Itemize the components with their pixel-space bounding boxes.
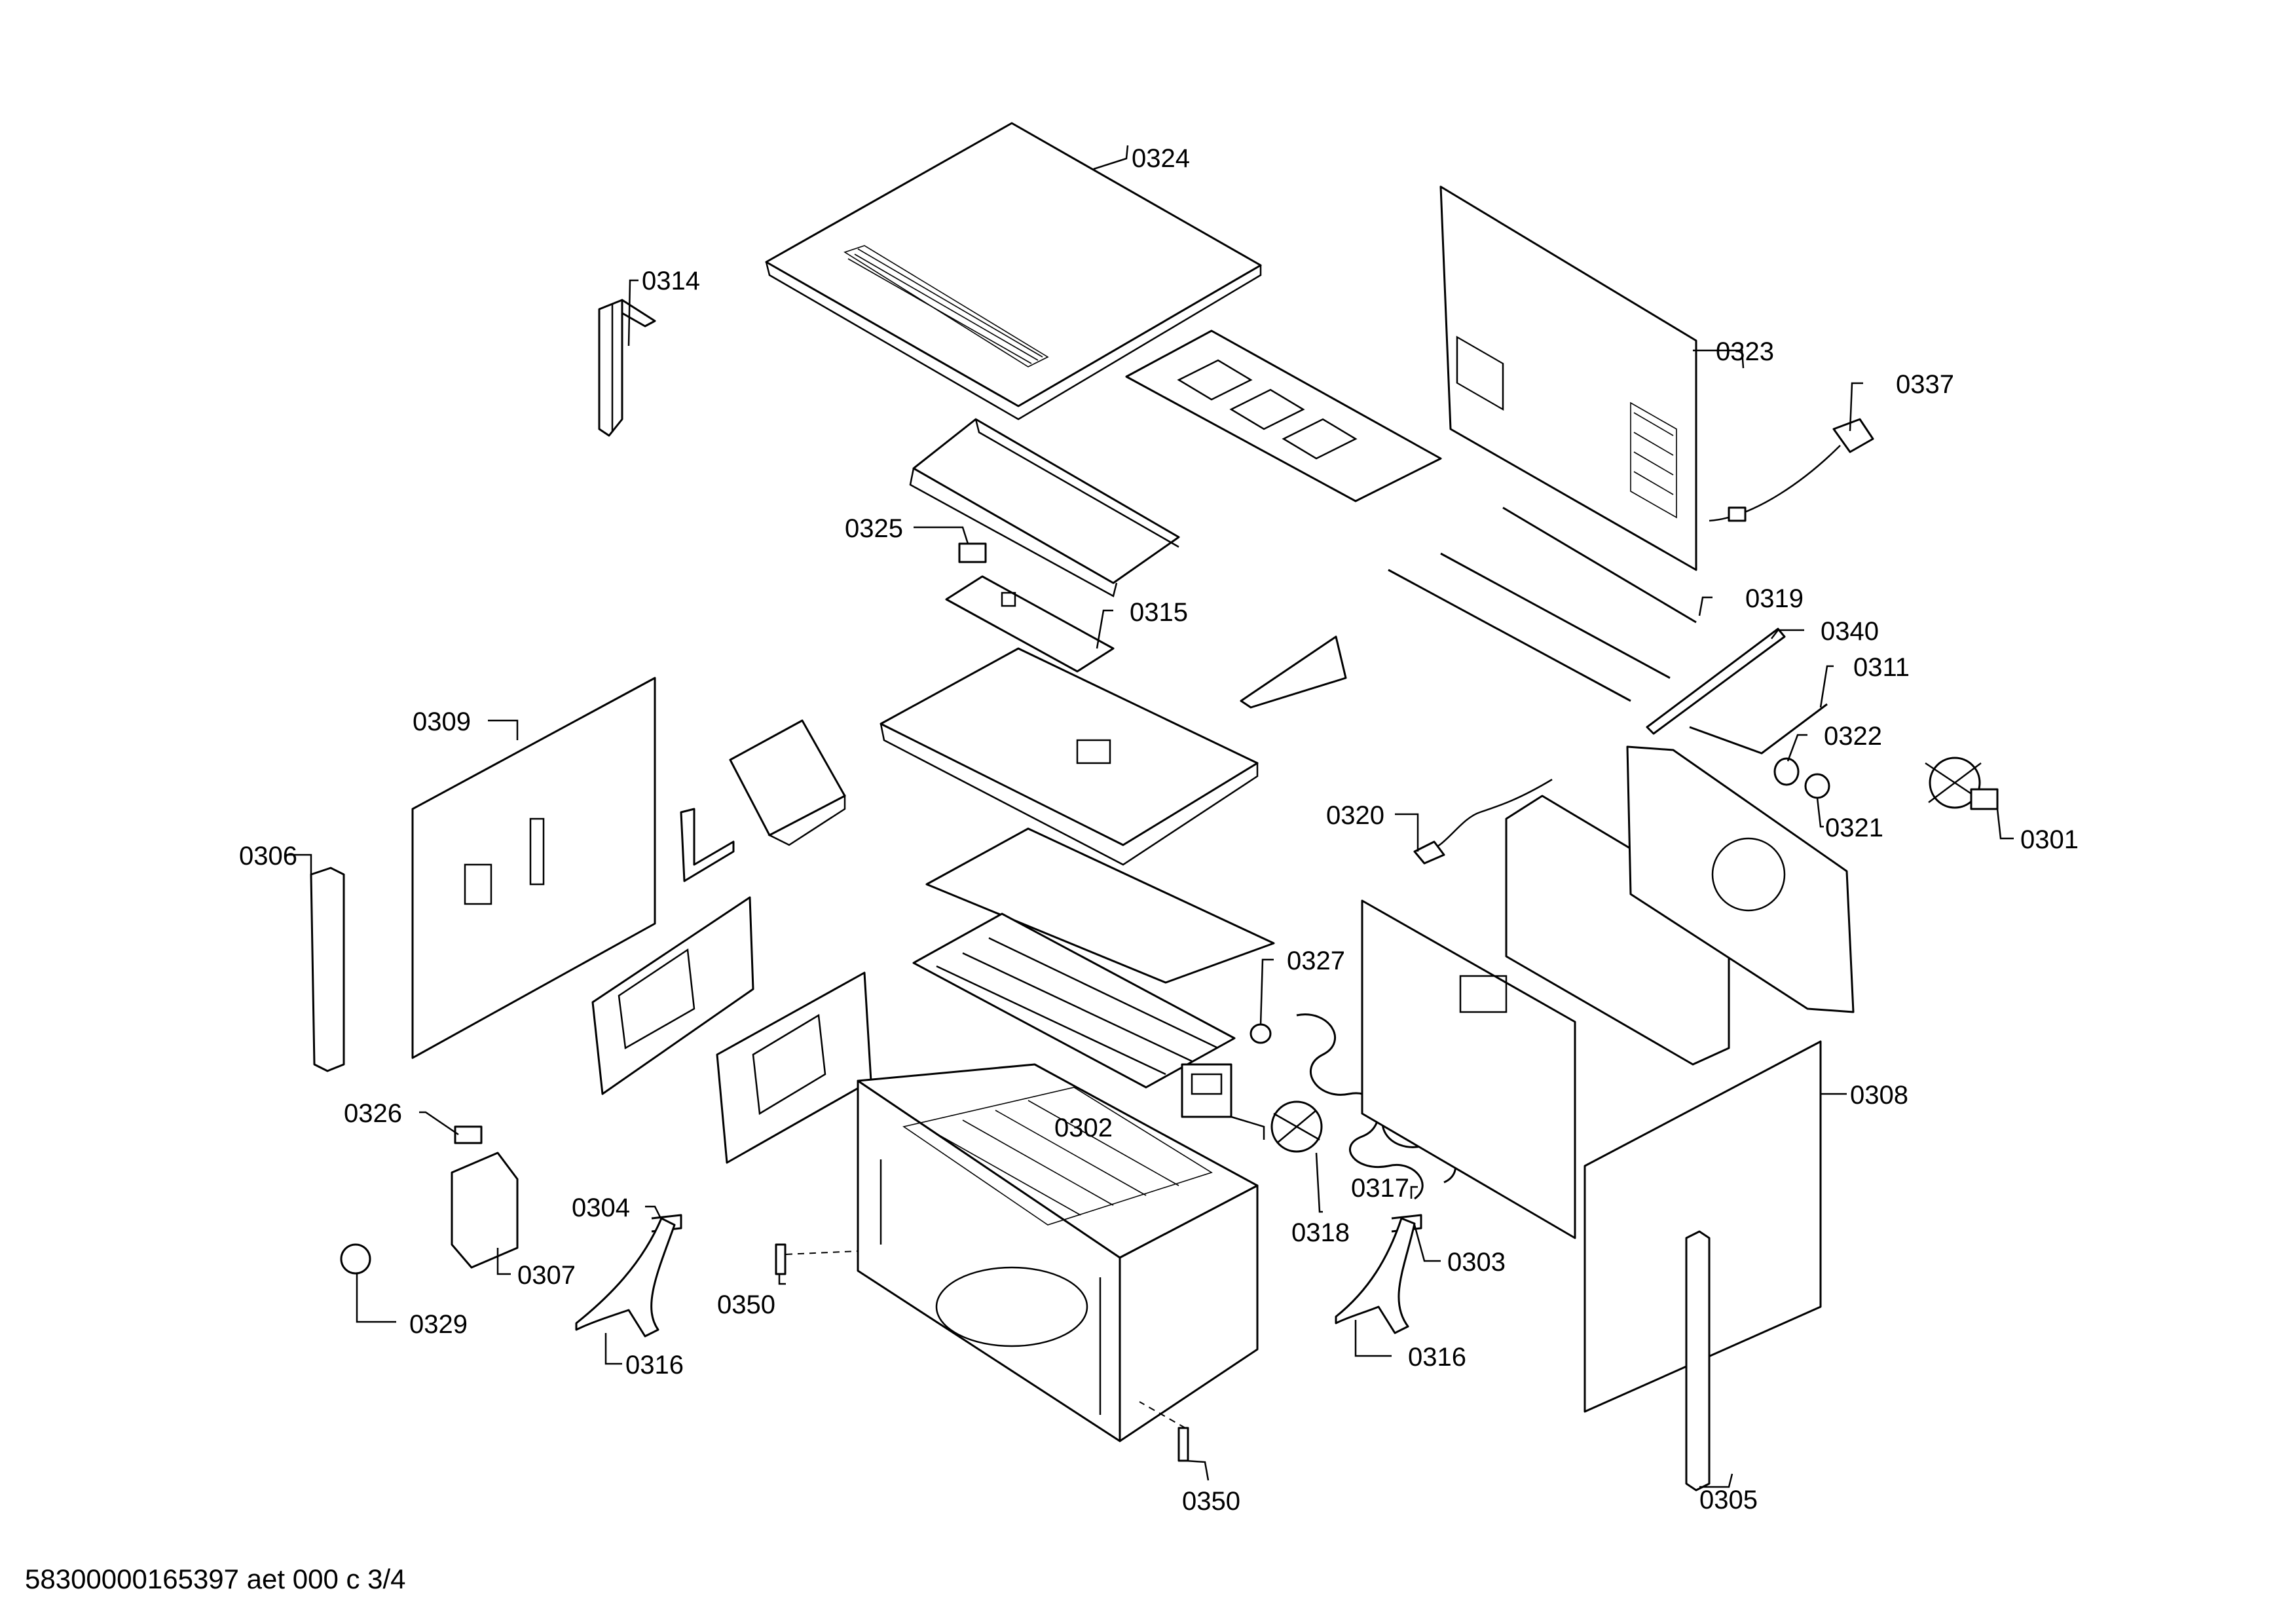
part-0326-switch [454,1125,483,1144]
part-0315-plate [945,575,1115,673]
part-rail-frame [912,912,1236,1089]
label-0301: 0301 [2020,825,2079,854]
part-0322-lamp [1773,757,1800,786]
label-0315: 0315 [1130,598,1188,627]
part-0340-strip [1646,628,1786,735]
label-0323: 0323 [1716,337,1774,366]
part-0314-bracket [598,299,656,437]
label-0337: 0337 [1896,370,1954,399]
label-0303: 0303 [1447,1248,1506,1277]
label-0309: 0309 [413,707,471,736]
part-0320-sensor [1413,778,1553,865]
part-fan-cover-plate [1626,745,1855,1013]
part-0318-fan-wheel [1270,1100,1323,1153]
part-duct-bracket [729,719,846,846]
label-0306: 0306 [239,842,297,871]
part-0309-side-panel [411,677,656,1059]
part-0325-connector [958,542,987,563]
part-rear-cavity-plate [1361,899,1576,1239]
label-0302: 0302 [1054,1114,1113,1142]
label-0329: 0329 [409,1310,468,1339]
part-0323-back-panel [1439,185,1697,571]
footer-code: 58300000165397 aet 000 c 3/4 [25,1564,406,1594]
label-0324: 0324 [1132,144,1190,173]
part-0307-bracket [451,1152,519,1269]
part-0350-clip-lower [1177,1427,1189,1462]
part-insulation-frame-1 [591,896,754,1095]
part-0306-strip [310,867,345,1072]
label-0316-left: 0316 [625,1351,684,1379]
part-0319-rods [1388,506,1697,702]
part-0321-lamp-cover [1804,773,1830,799]
part-upper-tray [909,418,1180,597]
part-0337-power-cord [1709,418,1874,522]
part-inner-top-frame [1125,329,1442,502]
label-0308: 0308 [1850,1081,1908,1110]
part-0324-top-cover [765,122,1262,421]
part-0316-hinge-right [1335,1217,1416,1334]
label-0321: 0321 [1825,814,1883,842]
part-0350-clip-upper [775,1243,787,1275]
part-triangle-bracket [1240,635,1347,709]
part-0301-fan-motor [1925,757,1999,810]
label-0305: 0305 [1699,1486,1758,1514]
part-insulation-frame-2 [716,971,872,1164]
label-0318: 0318 [1291,1218,1350,1247]
label-0350-lower: 0350 [1182,1487,1240,1516]
part-0308-side-panel [1583,1040,1822,1413]
part-0302-magnetron [1181,1063,1232,1118]
label-0317: 0317 [1351,1174,1409,1203]
label-0311: 0311 [1853,653,1910,682]
leader-lines [285,145,2014,1488]
label-0320: 0320 [1326,801,1384,830]
label-0316-right: 0316 [1408,1343,1466,1372]
label-0326: 0326 [344,1099,402,1128]
part-labels: 0324 0314 0323 0337 0325 0315 0319 0340 … [239,144,2079,1516]
label-0350-upper: 0350 [717,1290,775,1319]
part-rear-insulation [1505,795,1730,1066]
part-oven-cavity [857,1063,1259,1442]
part-0316-hinge-left [575,1217,676,1338]
part-0311-shield [1689,703,1828,755]
part-0327-clip [1250,1023,1272,1044]
part-0305-strip [1685,1230,1711,1492]
part-l-bracket [680,808,735,882]
label-0304: 0304 [572,1193,630,1222]
part-intermediate-cover [880,647,1259,866]
part-0329-knob [340,1243,371,1275]
label-0327: 0327 [1287,947,1345,975]
label-0314: 0314 [642,267,700,295]
label-0319: 0319 [1745,584,1804,613]
part-insulation-mat [925,827,1275,984]
label-0325: 0325 [845,514,903,543]
label-0322: 0322 [1824,722,1882,751]
label-0307: 0307 [517,1261,576,1290]
label-0340: 0340 [1821,617,1879,646]
